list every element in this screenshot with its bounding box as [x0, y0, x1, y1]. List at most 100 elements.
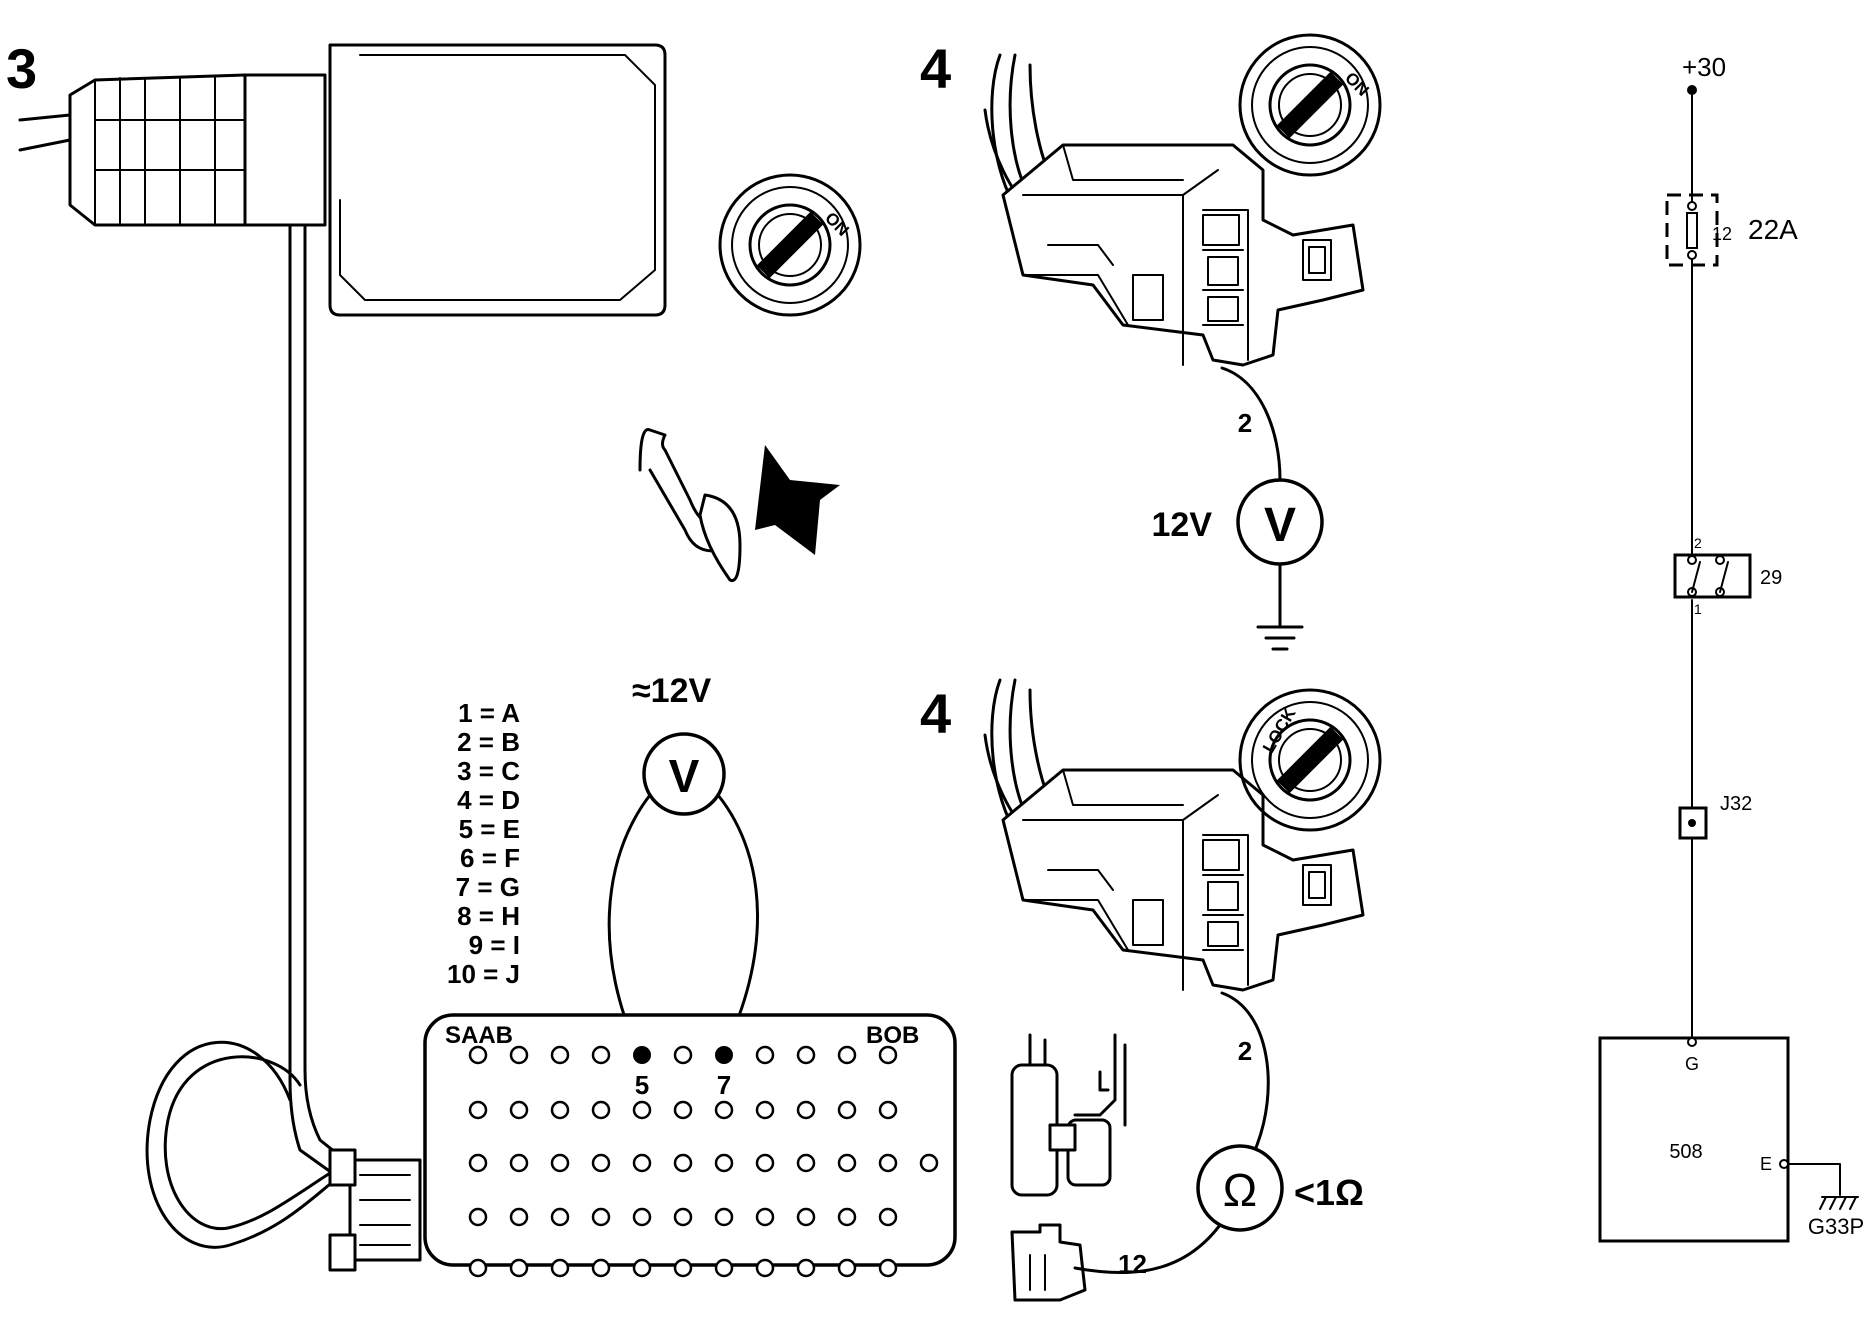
step-3-number: 3 [6, 37, 37, 100]
bob-pin-hole [755, 1258, 775, 1278]
meter-symbol: V [1264, 499, 1296, 552]
connector-block [1001, 768, 1365, 992]
supply-label: +30 [1682, 52, 1726, 82]
bob-pin-hole [468, 1153, 488, 1173]
bob-pin-hole [919, 1153, 939, 1173]
bob-pin-hole [755, 1153, 775, 1173]
bob-pin-hole [673, 1258, 693, 1278]
connector-label: 12 [1118, 1249, 1147, 1279]
bob-pin-hole [714, 1258, 734, 1278]
bob-left-label: SAAB [445, 1022, 513, 1049]
ground-icon [1819, 1196, 1859, 1210]
bob-pin-hole [796, 1100, 816, 1120]
plug-detail [1010, 1033, 1127, 1197]
meter-reading: 12V [1152, 506, 1213, 544]
bob-pin-hole [837, 1153, 857, 1173]
bob-pin-7 [715, 1046, 733, 1064]
control-unit-box [328, 43, 667, 317]
bob-pin-hole [509, 1258, 529, 1278]
meter-lead [1220, 366, 1282, 482]
bob-pin-holes [468, 1045, 939, 1278]
switch-29 [1673, 553, 1752, 599]
pin-map-row: 5 = E [459, 814, 520, 844]
bob-pin-hole [509, 1100, 529, 1120]
bob-pin-hole [837, 1045, 857, 1065]
step-4-number: 4 [920, 37, 951, 100]
ignition-switch-icon: LOCK [1238, 688, 1382, 832]
bob-pin-hole [468, 1207, 488, 1227]
bob-pin-hole [673, 1045, 693, 1065]
bob-pin-hole [714, 1153, 734, 1173]
ignition-switch-icon: ON [718, 173, 862, 317]
bob-pin-5 [633, 1046, 651, 1064]
pin-map-row: 9 = I [469, 930, 520, 960]
bob-pin-label: 5 [635, 1070, 649, 1100]
bob-pin-hole [796, 1207, 816, 1227]
fuse [1686, 212, 1698, 249]
ignition-lock-label: LOCK [1259, 704, 1300, 756]
bob-pin-hole [550, 1045, 570, 1065]
bob-pin-hole [509, 1045, 529, 1065]
bob-pin-hole [550, 1100, 570, 1120]
meter-symbol: Ω [1223, 1164, 1257, 1216]
bob-pin-hole [673, 1100, 693, 1120]
bob-pin-hole [796, 1258, 816, 1278]
bob-pin-hole [837, 1258, 857, 1278]
probe-tool-icon [638, 428, 742, 583]
pin-map-row: 7 = G [456, 872, 520, 902]
bob-pin-hole [796, 1045, 816, 1065]
arrow-icon [755, 445, 840, 555]
bob-pin-hole [591, 1100, 611, 1120]
bob-pin-hole [878, 1100, 898, 1120]
pin-map-row: 4 = D [457, 785, 520, 815]
bob-pin-hole [837, 1207, 857, 1227]
bob-pin-hole [755, 1100, 775, 1120]
meter-lead [1073, 1216, 1227, 1274]
bob-pin-hole [673, 1207, 693, 1227]
bob-pin-hole [550, 1153, 570, 1173]
pin-map-row: 3 = C [457, 756, 520, 786]
bob-meter-symbol: V [669, 750, 700, 802]
bob-meter-reading: ≈12V [632, 672, 711, 710]
d-sub-connector [328, 1148, 422, 1272]
voltmeter-icon [642, 732, 726, 816]
pin-map-row: 2 = B [457, 727, 520, 757]
fuse-rating: 22A [1748, 214, 1798, 245]
junction-label: J32 [1720, 793, 1752, 815]
pin-map-row: 6 = F [460, 843, 520, 873]
bob-pin-hole [755, 1045, 775, 1065]
module-508 [1598, 1036, 1790, 1243]
bob-pin-hole [755, 1207, 775, 1227]
bob-pin-hole [878, 1207, 898, 1227]
ground-icon [1256, 562, 1304, 651]
ohmmeter-icon [1196, 1144, 1284, 1232]
pin-label: 2 [1238, 408, 1252, 438]
fuse-number: 12 [1712, 224, 1732, 244]
pin-map-row: 10 = J [447, 959, 520, 989]
module-pin-g: G [1685, 1054, 1699, 1074]
pin-map: 1 = A 2 = B 3 = C 4 = D 5 = E 6 = F 7 = … [447, 698, 520, 989]
meter-lead [1220, 991, 1270, 1152]
bob-pin-hole [632, 1258, 652, 1278]
connector-12 [1010, 1223, 1087, 1302]
bob-pin-hole [468, 1045, 488, 1065]
bob-pin-hole [714, 1100, 734, 1120]
bob-pin-label: 7 [717, 1070, 731, 1100]
switch-label: 29 [1760, 567, 1782, 589]
ground-label: G33P [1808, 1214, 1864, 1239]
bob-pin-hole [550, 1207, 570, 1227]
bob-pin-hole [796, 1153, 816, 1173]
bob-pin-hole [550, 1258, 570, 1278]
bob-right-label: BOB [866, 1022, 919, 1049]
bob-pin-hole [509, 1153, 529, 1173]
bob-pin-hole [632, 1207, 652, 1227]
fuse-box [1665, 193, 1719, 267]
bob-pin-hole [878, 1153, 898, 1173]
bob-pin-hole [878, 1258, 898, 1278]
pin-map-row: 1 = A [458, 698, 520, 728]
bob-pin-hole [632, 1153, 652, 1173]
bob-pin-hole [632, 1100, 652, 1120]
bob-pin-hole [837, 1100, 857, 1120]
bob-pin-hole [591, 1045, 611, 1065]
